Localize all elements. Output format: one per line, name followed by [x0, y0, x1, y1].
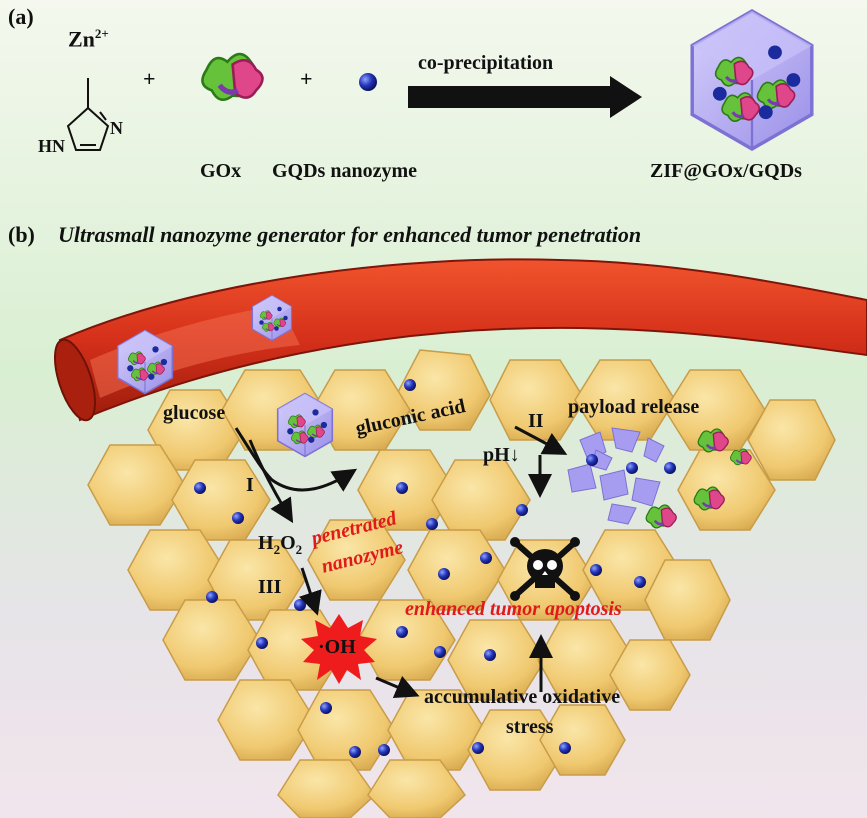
step-i-label: I — [246, 474, 254, 496]
gox-label: GOx — [200, 160, 242, 182]
payload-release-label: payload release — [568, 396, 700, 418]
plus-sign-1: + — [143, 66, 156, 91]
apoptosis-label: enhanced tumor apoptosis — [405, 598, 622, 620]
panel-a-label: (a) — [8, 4, 34, 29]
ph-down-arrow: ↓ — [509, 444, 520, 466]
zif-gox-gqds-particle — [692, 11, 812, 149]
hydroxyl-radical-burst — [301, 614, 377, 684]
h2o2-o: O — [280, 532, 296, 554]
hydroxyl-radical-label: ·OH — [318, 636, 356, 658]
oxidative-stress-label-2: stress — [506, 716, 554, 738]
gqds-dot-icon — [359, 73, 377, 91]
zn-ion-label: Zn2+ — [68, 26, 109, 52]
step-iii-label: III — [258, 576, 282, 598]
ph-text: pH — [483, 444, 510, 466]
tumor-cells — [87, 349, 836, 818]
h2o2-sub-1: 2 — [273, 542, 281, 557]
h2o2-sub-2: 2 — [295, 542, 303, 557]
h2o2-h: H — [258, 532, 274, 554]
ph-label: pH↓ — [483, 444, 520, 467]
panel-b-title: Ultrasmall nanozyme generator for enhanc… — [58, 222, 642, 247]
n-label: N — [110, 118, 123, 138]
co-precipitation-label: co-precipitation — [418, 52, 554, 74]
gqds-label: GQDs nanozyme — [272, 160, 417, 182]
oxidative-stress-label-1: accumulative oxidative — [424, 686, 621, 708]
broken-zif-fragments — [567, 427, 665, 525]
hn-label: HN — [38, 136, 65, 156]
glucose-label: glucose — [163, 402, 226, 424]
co-precipitation-arrow — [408, 76, 642, 118]
gox-enzyme-icon — [202, 54, 262, 100]
zn-charge: 2+ — [94, 26, 109, 41]
reaction-arrows — [234, 425, 568, 699]
methylimidazole-structure — [66, 78, 110, 151]
panel-b-label: (b) — [8, 222, 35, 247]
h2o2-label: H2O2 — [258, 532, 302, 558]
plus-sign-2: + — [300, 66, 313, 91]
zn-symbol: Zn — [68, 26, 95, 52]
product-label: ZIF@GOx/GQDs — [650, 160, 802, 182]
skull-crossbones-icon — [510, 537, 580, 601]
step-ii-label: II — [528, 410, 544, 432]
